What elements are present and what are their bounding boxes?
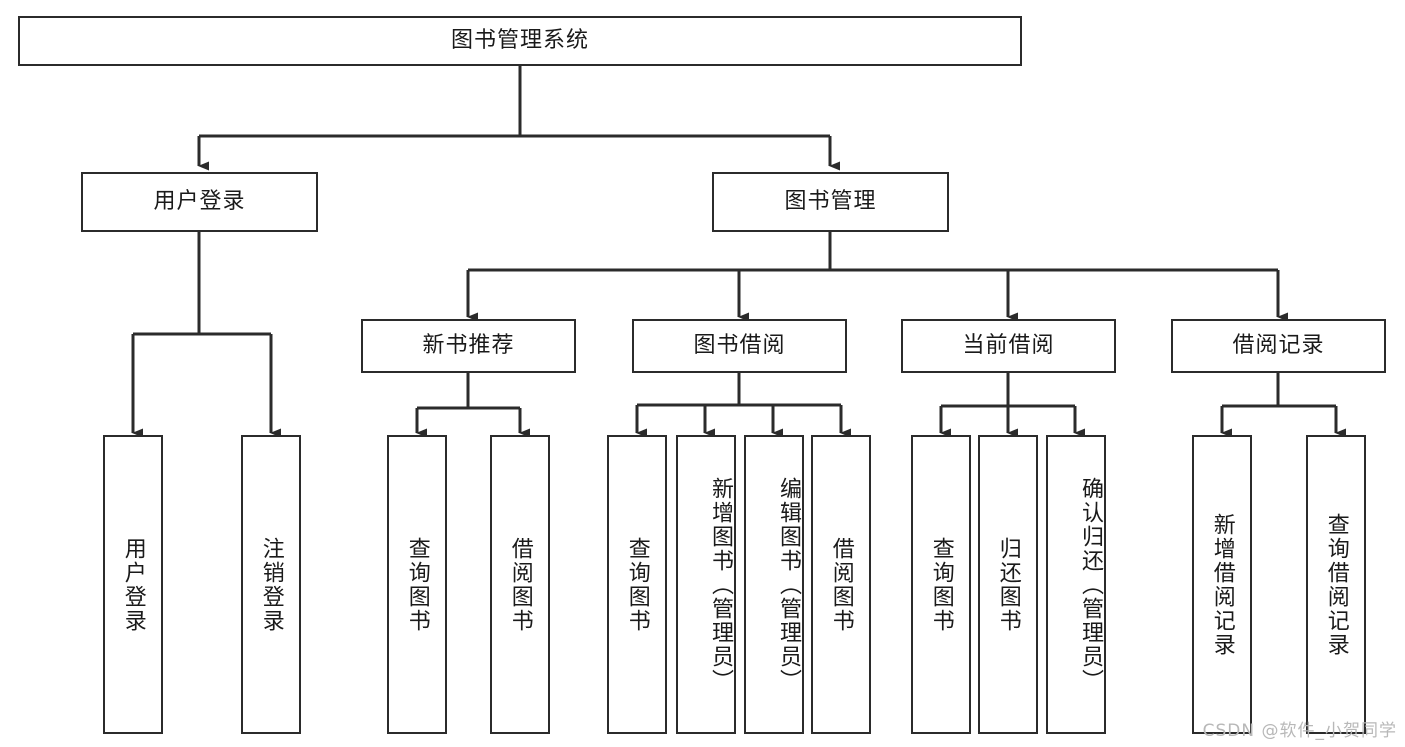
leaf-cb-query-book[interactable]: 查询图书 (911, 435, 971, 734)
leaf-logout[interactable]: 注销登录 (241, 435, 301, 734)
leaf-nb-borrow-book[interactable]: 借阅图书 (490, 435, 550, 734)
leaf-cb-confirm-return-admin-label: 确认归还（管理员） (1078, 476, 1103, 693)
leaf-user-login[interactable]: 用户登录 (103, 435, 163, 734)
leaf-bb-borrow-book[interactable]: 借阅图书 (811, 435, 871, 734)
node-borrow-record[interactable]: 借阅记录 (1171, 319, 1386, 373)
node-root-book-management-system[interactable]: 图书管理系统 (18, 16, 1022, 66)
leaf-nb-borrow-book-label: 借阅图书 (507, 536, 533, 633)
node-book-management[interactable]: 图书管理 (712, 172, 949, 232)
leaf-bb-add-book-admin[interactable]: 新增图书（管理员） (676, 435, 736, 734)
leaf-br-query-record[interactable]: 查询借阅记录 (1306, 435, 1366, 734)
node-new-book-recommend[interactable]: 新书推荐 (361, 319, 576, 373)
leaf-bb-borrow-book-label: 借阅图书 (828, 536, 854, 633)
leaf-bb-edit-book-admin[interactable]: 编辑图书（管理员） (744, 435, 804, 734)
leaf-cb-return-book[interactable]: 归还图书 (978, 435, 1038, 734)
leaf-nb-query-book-label: 查询图书 (404, 536, 430, 633)
node-current-borrow[interactable]: 当前借阅 (901, 319, 1116, 373)
leaf-cb-return-book-label: 归还图书 (995, 536, 1021, 633)
leaf-bb-add-book-admin-label: 新增图书（管理员） (708, 476, 733, 693)
leaf-cb-query-book-label: 查询图书 (928, 536, 954, 633)
leaf-user-login-label: 用户登录 (120, 536, 146, 633)
leaf-logout-label: 注销登录 (258, 536, 284, 633)
node-user-login[interactable]: 用户登录 (81, 172, 318, 232)
leaf-br-add-record-label: 新增借阅记录 (1209, 512, 1235, 657)
leaf-nb-query-book[interactable]: 查询图书 (387, 435, 447, 734)
leaf-br-add-record[interactable]: 新增借阅记录 (1192, 435, 1252, 734)
leaf-bb-query-book-label: 查询图书 (624, 536, 650, 633)
leaf-cb-confirm-return-admin[interactable]: 确认归还（管理员） (1046, 435, 1106, 734)
leaf-br-query-record-label: 查询借阅记录 (1323, 512, 1349, 657)
node-book-borrow[interactable]: 图书借阅 (632, 319, 847, 373)
leaf-bb-edit-book-admin-label: 编辑图书（管理员） (776, 476, 801, 693)
leaf-bb-query-book[interactable]: 查询图书 (607, 435, 667, 734)
